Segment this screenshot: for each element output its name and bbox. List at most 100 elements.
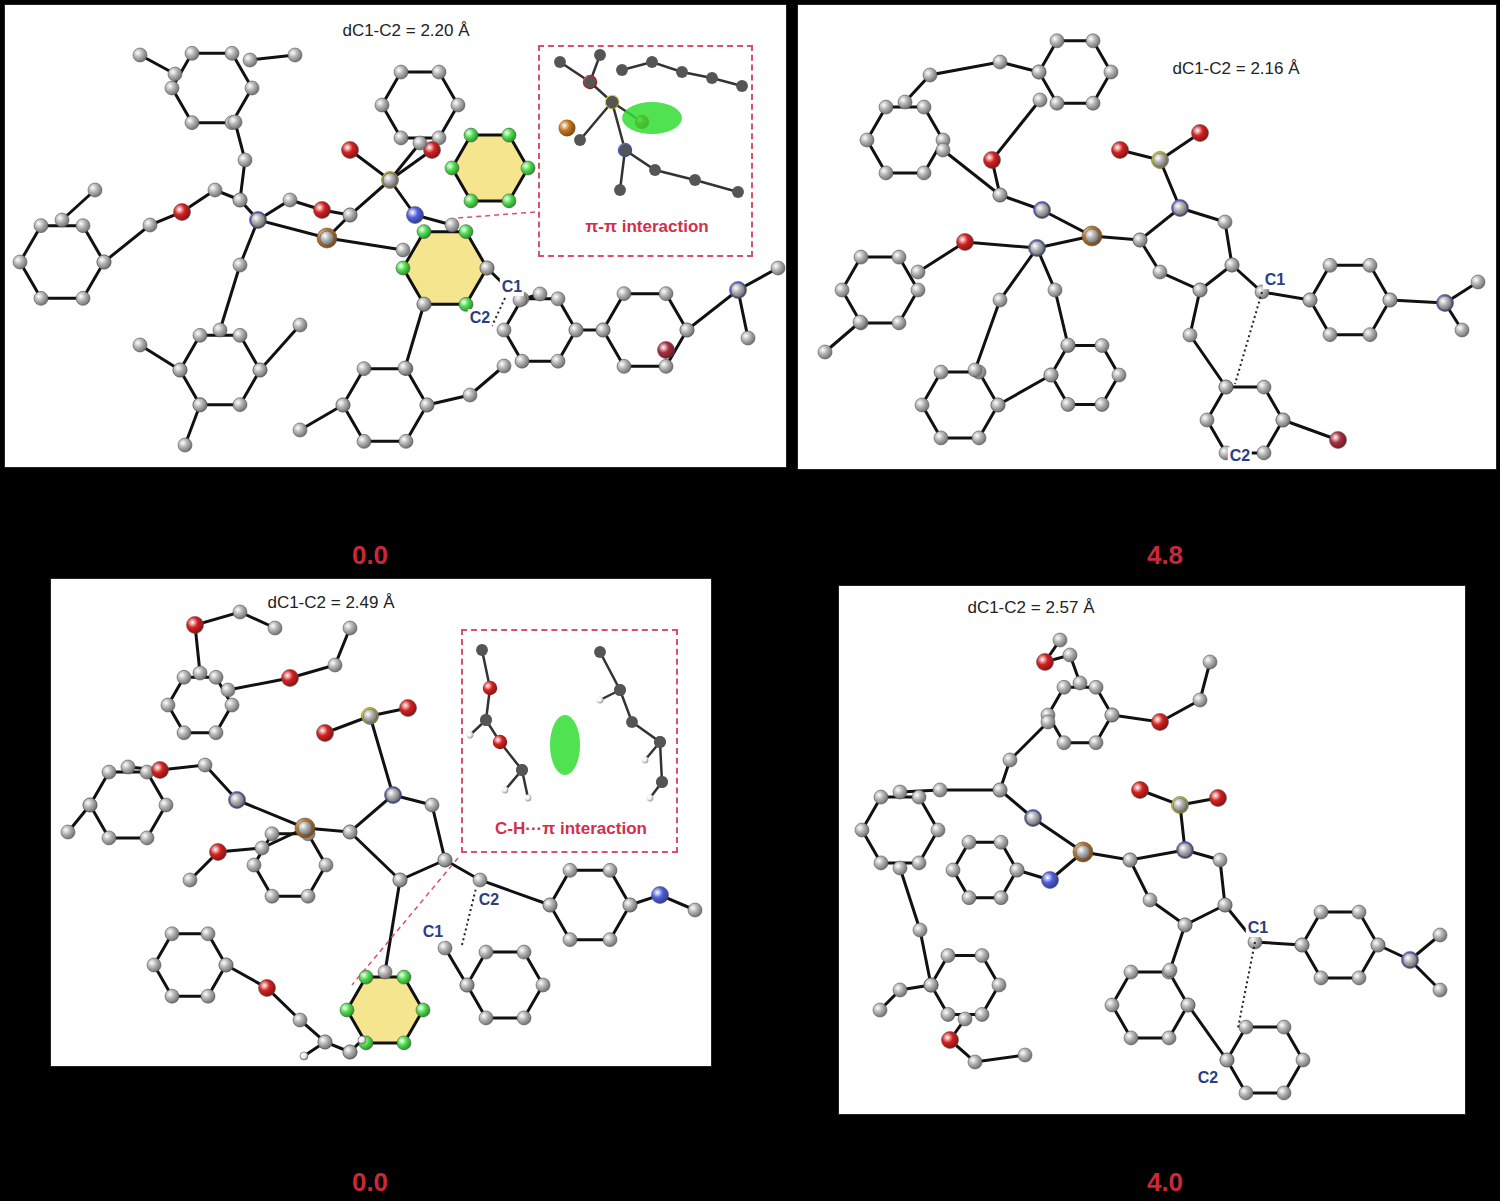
atom: [363, 709, 377, 723]
atom: [340, 1003, 354, 1017]
atom: [317, 725, 334, 742]
relative-energy: 0.0: [352, 1168, 388, 1197]
chain-bond: [687, 268, 778, 330]
atom: [860, 133, 874, 147]
atom: [293, 423, 307, 437]
atom: [993, 55, 1007, 69]
atom: [1210, 790, 1227, 807]
atom: [359, 1036, 373, 1050]
atom: [942, 1032, 959, 1049]
ring-bond: [504, 299, 576, 361]
atom: [1173, 201, 1187, 215]
atom: [417, 297, 431, 311]
atom: [382, 172, 399, 189]
atom: [187, 617, 204, 634]
atom: [34, 291, 48, 305]
atom: [320, 231, 334, 245]
distance-label: dC1-C2 = 2.16 Å: [1170, 59, 1301, 79]
atom: [1105, 708, 1119, 722]
atom: [931, 823, 945, 837]
atom: [680, 323, 694, 337]
atom: [483, 681, 497, 695]
atom: [293, 318, 307, 332]
ring-bond: [154, 934, 226, 996]
ring-bond: [1227, 1027, 1303, 1093]
interaction-surface: [550, 715, 580, 775]
chain-bond: [128, 765, 237, 800]
atom: [336, 398, 350, 412]
atom: [238, 153, 252, 167]
atom: [362, 708, 379, 725]
structure-panel: dC1-C2 = 2.20 Åπ-π interaction: [4, 4, 787, 468]
atom: [193, 328, 207, 342]
atom: [1193, 693, 1207, 707]
atom: [1010, 863, 1024, 877]
atom: [293, 1013, 307, 1027]
atom: [1057, 736, 1071, 750]
atom: [233, 193, 247, 207]
chain-bond: [1000, 722, 1048, 818]
chain-bond: [1042, 150, 1180, 240]
atom: [656, 776, 668, 788]
atom: [1471, 275, 1485, 289]
ring-bond: [1039, 41, 1111, 103]
interaction-inset: C-H···π interaction: [461, 629, 678, 853]
atom: [941, 949, 955, 963]
atom: [464, 128, 478, 142]
atom: [460, 978, 474, 992]
atom: [168, 67, 182, 81]
chain-bond: [998, 375, 1051, 405]
atom: [583, 75, 597, 89]
atom: [543, 898, 557, 912]
atom: [614, 684, 626, 696]
atom: [173, 363, 187, 377]
atom: [893, 861, 907, 875]
chain-bond: [1232, 265, 1310, 300]
atom: [525, 795, 532, 802]
atom: [516, 764, 528, 776]
atom: [606, 96, 618, 108]
ring-bond: [867, 107, 943, 173]
chain-bond: [1225, 905, 1302, 945]
atom: [706, 72, 718, 84]
chain-bond: [427, 366, 504, 405]
inset-ground: [537, 44, 752, 256]
atom: [1053, 633, 1067, 647]
atom: [893, 983, 907, 997]
atom: [161, 698, 175, 712]
ring-bond: [1048, 687, 1112, 742]
atom: [460, 978, 474, 992]
atom: [393, 873, 407, 887]
atom: [1200, 413, 1214, 427]
distance-label: dC1-C2 = 2.20 Å: [340, 21, 471, 41]
atom: [88, 183, 102, 197]
chain-bond: [235, 122, 327, 238]
atom: [559, 120, 576, 137]
atom: [1105, 998, 1119, 1012]
chain-bond: [190, 828, 305, 880]
atom-label: C1: [500, 278, 524, 296]
atom: [1371, 938, 1385, 952]
atom: [1177, 842, 1194, 859]
atom: [233, 193, 247, 207]
atom: [614, 684, 626, 696]
leader-line: [352, 858, 458, 985]
chain-bond: [350, 795, 445, 880]
atom: [1218, 215, 1232, 229]
atom: [317, 228, 337, 248]
atom: [251, 213, 265, 227]
atom: [343, 208, 357, 222]
atom: [1073, 676, 1087, 690]
atom: [393, 873, 407, 887]
atom: [1032, 65, 1046, 79]
atom: [282, 670, 299, 687]
panel-ground: [4, 4, 787, 468]
atom: [1352, 971, 1366, 985]
atom: [543, 898, 557, 912]
atom: [1371, 938, 1385, 952]
atom: [318, 1035, 332, 1049]
atom: [1061, 339, 1075, 353]
relative-energy: 4.8: [1147, 541, 1183, 570]
